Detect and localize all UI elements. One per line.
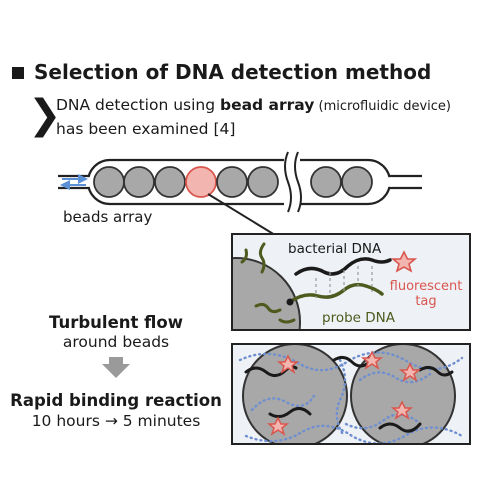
beads-array-label: beads array <box>63 208 153 226</box>
fluorescent-tag-icon <box>390 400 414 420</box>
bead <box>216 166 248 198</box>
description-line-2: has been examined [4] <box>56 120 236 138</box>
description-suffix: (microfluidic device) <box>314 99 451 114</box>
turbulent-flow-subtitle: around beads <box>62 333 170 351</box>
description-line-1: DNA detection using bead array (microflu… <box>56 96 451 114</box>
channel-break-icon <box>284 151 302 213</box>
description-prefix: DNA detection using <box>56 96 220 114</box>
fluorescent-tag-icon <box>276 354 300 374</box>
down-arrow-icon <box>102 357 130 378</box>
fluorescent-tag-icon <box>390 250 418 273</box>
page-title: Selection of DNA detection method <box>34 60 432 84</box>
tag-label: tag <box>415 294 436 309</box>
rapid-binding-title: Rapid binding reaction <box>10 391 222 410</box>
turbulent-flow-panel <box>231 343 471 445</box>
bead <box>310 166 342 198</box>
beads-row <box>93 166 373 198</box>
bead <box>341 166 373 198</box>
fluorescent-tag-icon <box>360 350 384 370</box>
chevron-right-icon: ❯ <box>28 92 62 138</box>
bead <box>154 166 186 198</box>
fluorescent-label: fluorescent <box>390 279 463 294</box>
bead <box>123 166 155 198</box>
probe-dna-label: probe DNA <box>322 310 396 326</box>
fluorescent-tag-icon <box>266 416 290 436</box>
rapid-binding-time: 10 hours → 5 minutes <box>31 412 201 430</box>
bead <box>247 166 279 198</box>
highlighted-bead <box>185 166 217 198</box>
turbulent-flow-title: Turbulent flow <box>49 313 183 332</box>
bacterial-dna-label: bacterial DNA <box>288 241 382 257</box>
description-bold: bead array <box>219 96 315 114</box>
fluorescent-tag-icon <box>398 362 422 382</box>
heading-bullet-icon <box>12 67 24 79</box>
flow-arrows-icon <box>60 174 88 190</box>
zoom-panel: bacterial DNA fluorescent tag probe DNA <box>231 233 471 331</box>
bead <box>93 166 125 198</box>
